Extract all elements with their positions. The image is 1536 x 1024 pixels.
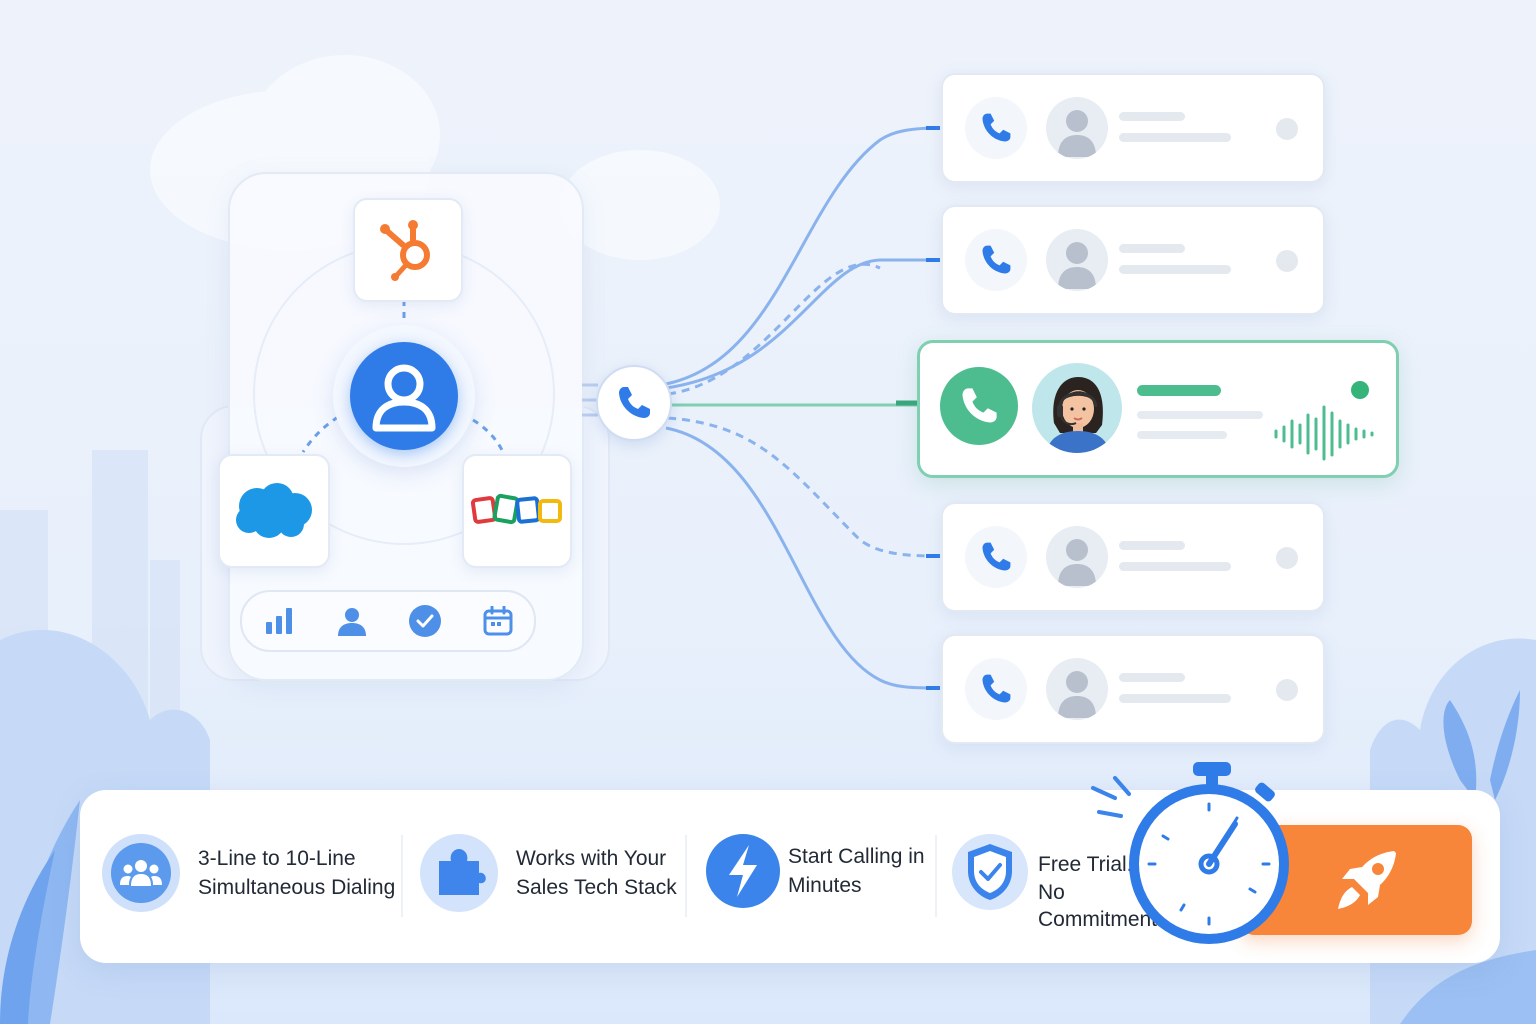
- call-line-card[interactable]: [941, 73, 1325, 183]
- status-dot: [1276, 679, 1298, 701]
- crm-toolbar: [240, 590, 536, 652]
- group-icon: [120, 860, 162, 886]
- placeholder-line: [1119, 244, 1185, 253]
- calendar-button[interactable]: [479, 602, 517, 640]
- feature-divider: [401, 835, 403, 917]
- phone-icon: [982, 113, 1011, 142]
- person-icon: [337, 608, 366, 636]
- placeholder-line: [1119, 112, 1185, 121]
- contacts-button[interactable]: [333, 602, 371, 640]
- feature-title-line: Simultaneous Dialing: [198, 876, 396, 899]
- salesforce-icon: [236, 483, 312, 538]
- feature-free-trial: Free Trial. No Commitment.: [952, 834, 1163, 934]
- zoho-tile[interactable]: [462, 454, 572, 568]
- contact-avatar: [1046, 229, 1108, 291]
- agent-headset-avatar: [1046, 377, 1110, 453]
- placeholder-line: [1119, 673, 1185, 682]
- phone-icon: [962, 388, 997, 423]
- active-call-button[interactable]: [940, 367, 1018, 445]
- user-icon: [372, 364, 436, 432]
- status-dot: [1276, 118, 1298, 140]
- rocket-icon: [1338, 851, 1396, 909]
- puzzle-icon: [439, 849, 486, 895]
- audio-waveform-icon: [1274, 405, 1374, 461]
- lightning-icon: [729, 845, 757, 897]
- live-status-dot: [1351, 381, 1369, 399]
- zoho-icon: [470, 493, 562, 525]
- shield-check-icon: [968, 844, 1012, 900]
- status-dot: [1276, 547, 1298, 569]
- feature-title-line: Sales Tech Stack: [516, 876, 677, 899]
- crm-user-avatar[interactable]: [350, 342, 458, 450]
- placeholder-line: [1119, 541, 1185, 550]
- feature-title-line: 3-Line to 10-Line: [198, 847, 356, 870]
- feature-title-line: Works with Your: [516, 847, 667, 870]
- contact-avatar: [1046, 526, 1108, 588]
- salesforce-tile[interactable]: [218, 454, 330, 568]
- contact-avatar: [1046, 97, 1108, 159]
- feature-icon-badge: [952, 834, 1028, 910]
- placeholder-line: [1119, 694, 1231, 703]
- feature-title-line: Free Trial.: [1038, 853, 1133, 876]
- contact-avatar: [1046, 658, 1108, 720]
- call-button[interactable]: [965, 97, 1027, 159]
- feature-divider: [685, 835, 687, 917]
- feature-tech-stack: Works with Your Sales Tech Stack: [420, 834, 677, 912]
- feature-title-line: Commitment.: [1038, 908, 1163, 931]
- placeholder-line: [1137, 431, 1227, 439]
- feature-icon-badge: [706, 834, 780, 908]
- call-line-card[interactable]: [941, 502, 1325, 612]
- phone-icon: [619, 387, 650, 418]
- call-button[interactable]: [965, 229, 1027, 291]
- dialer-connection-lines: [582, 126, 941, 690]
- hubspot-tile[interactable]: [353, 198, 463, 302]
- feature-title-line: Start Calling in: [788, 845, 925, 868]
- analytics-button[interactable]: [260, 602, 298, 640]
- feature-title-line: No: [1038, 880, 1065, 904]
- tasks-button[interactable]: [406, 602, 444, 640]
- feature-simultaneous-dialing: 3-Line to 10-Line Simultaneous Dialing: [102, 834, 395, 912]
- phone-icon: [982, 245, 1011, 274]
- call-line-card[interactable]: [941, 634, 1325, 744]
- call-button[interactable]: [965, 658, 1027, 720]
- calendar-icon: [483, 606, 512, 636]
- feature-title-line: Minutes: [788, 874, 862, 897]
- stopwatch-icon: [1091, 762, 1289, 944]
- status-dot: [1276, 250, 1298, 272]
- feature-divider: [935, 835, 937, 917]
- check-circle-icon: [408, 605, 441, 637]
- placeholder-line: [1119, 562, 1231, 571]
- dialer-hub-button[interactable]: [596, 365, 672, 441]
- call-button[interactable]: [965, 526, 1027, 588]
- user-placeholder-icon: [1058, 110, 1096, 157]
- phone-icon: [982, 542, 1011, 571]
- agent-avatar: [1032, 363, 1122, 453]
- placeholder-line: [1137, 411, 1263, 419]
- hubspot-icon: [380, 220, 430, 281]
- user-placeholder-icon: [1058, 242, 1096, 289]
- caller-name-line: [1137, 385, 1221, 396]
- call-line-card[interactable]: [941, 205, 1325, 315]
- active-call-card[interactable]: [917, 340, 1399, 478]
- placeholder-line: [1119, 265, 1231, 274]
- placeholder-line: [1119, 133, 1231, 142]
- user-placeholder-icon: [1058, 671, 1096, 718]
- phone-icon: [982, 674, 1011, 703]
- user-placeholder-icon: [1058, 539, 1096, 586]
- feature-icon-badge: [102, 834, 180, 912]
- feature-icon-badge: [420, 834, 498, 912]
- bar-chart-icon: [265, 608, 292, 634]
- feature-start-calling: Start Calling in Minutes: [706, 834, 925, 908]
